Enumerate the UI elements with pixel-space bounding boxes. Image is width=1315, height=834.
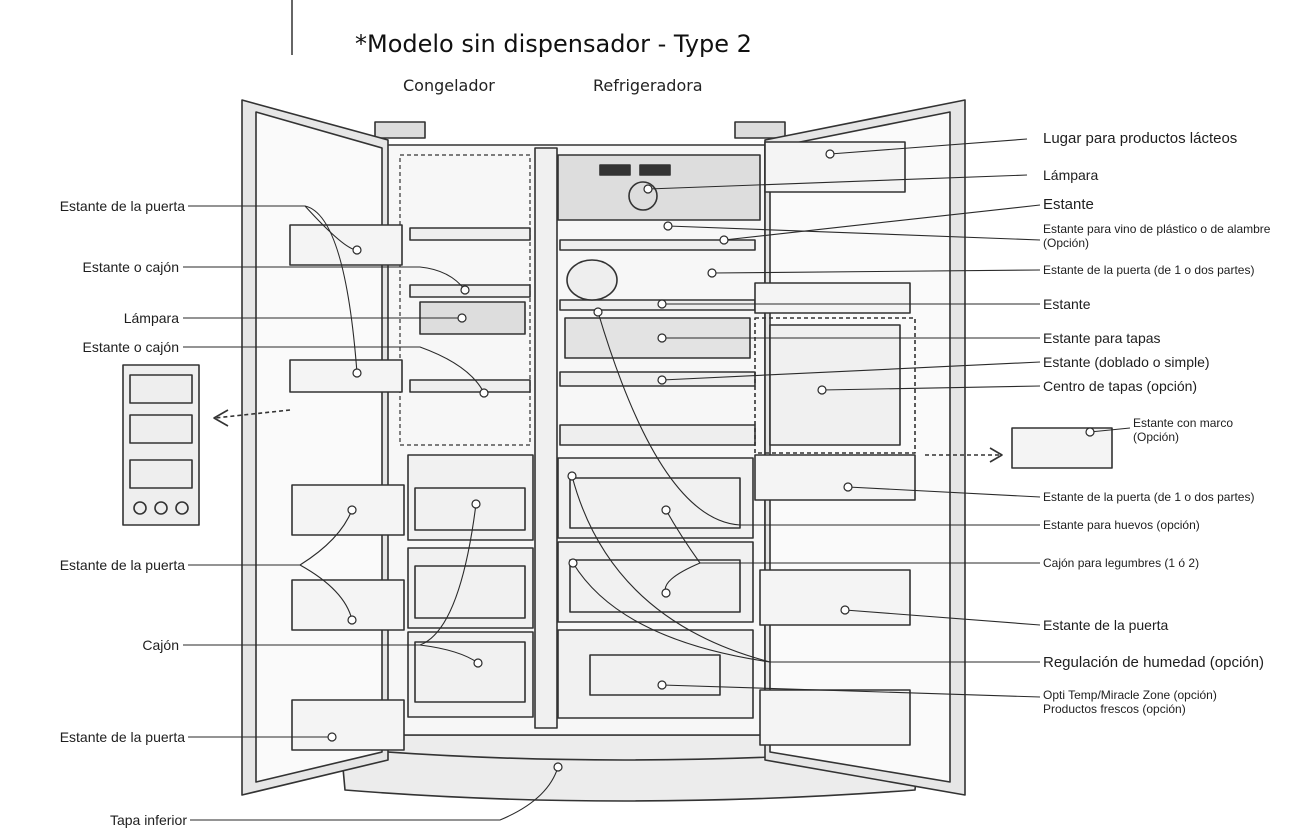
label-caps-center: Centro de tapas (opción): [1043, 378, 1198, 394]
inset-arrow-head: [213, 409, 229, 427]
center-divider: [534, 147, 558, 729]
left-door-bin-5: [291, 699, 405, 751]
label-lid-shelf: Estante para tapas: [1043, 330, 1161, 346]
label-dairy-compartment: Lugar para productos lácteos: [1043, 130, 1238, 147]
framed-shelf-accessory: [1011, 427, 1113, 469]
label-lamp-fridge: Lámpara: [1043, 167, 1099, 183]
label-door-shelf-right-3: Estante de la puerta: [1043, 617, 1169, 633]
left-door-inner: [255, 111, 383, 783]
inset-row-3: [129, 459, 193, 489]
freezer-drawer-1-window: [414, 487, 526, 531]
opti-temp-window: [589, 654, 721, 696]
label-bottom-cover: Tapa inferior: [109, 812, 187, 828]
right-door-bin-3: [759, 569, 911, 626]
vegetable-drawer-2-window: [569, 559, 741, 613]
label-drawer: Cajón: [142, 637, 179, 653]
fridge-section-label: Refrigeradora: [593, 76, 703, 95]
label-door-shelf-left-1: Estante de la puerta: [59, 198, 185, 214]
framed-shelf-arrow-head: [989, 447, 1003, 463]
label-door-shelf-right-2: Estante de la puerta (de 1 o dos partes): [1043, 490, 1255, 504]
fridge-shelf-1: [559, 239, 756, 251]
vegetable-drawer-2: [557, 541, 754, 623]
inset-dial-3: [175, 501, 189, 515]
fridge-lamp-circle: [628, 181, 658, 211]
label-lamp-freezer: Lámpara: [123, 310, 179, 326]
caps-center-box: [769, 324, 901, 446]
freezer-drawer-3-window: [414, 641, 526, 703]
freezer-dashed-zone: [399, 154, 531, 446]
label-framed-shelf: Estante con marco (Opción): [1133, 416, 1234, 444]
vegetable-drawer-1-window: [569, 477, 741, 529]
label-opti-temp: Opti Temp/Miracle Zone (opción) Producto…: [1043, 688, 1217, 716]
callout-dots: [327, 149, 1095, 772]
egg-tray-bowl: [566, 259, 618, 301]
fridge-shelf-2: [559, 299, 756, 311]
right-door-inner: [769, 111, 951, 783]
left-door-bin-4: [291, 579, 405, 631]
fridge-shelf-4: [559, 424, 756, 446]
panel-display-left: [599, 164, 631, 176]
inset-dial-2: [154, 501, 168, 515]
vegetable-drawer-1: [557, 457, 754, 539]
label-egg-shelf: Estante para huevos (opción): [1043, 518, 1200, 532]
freezer-shelf-2: [409, 284, 531, 298]
label-shelf-fridge-1: Estante: [1043, 196, 1094, 213]
freezer-drawer-2-window: [414, 565, 526, 619]
label-shelf-fridge-2: Estante: [1043, 296, 1091, 312]
right-door-bin-2: [754, 454, 916, 501]
freezer-section-label: Congelador: [403, 76, 495, 95]
freezer-drawer-3: [407, 631, 534, 718]
label-door-shelf-left-2: Estante de la puerta: [59, 557, 185, 573]
opti-temp-drawer: [557, 629, 754, 719]
leader-lines: [183, 138, 1131, 821]
freezer-drawer-2: [407, 547, 534, 629]
label-shelf-or-drawer-2: Estante o cajón: [82, 339, 179, 355]
diagram-title: *Modelo sin dispensador - Type 2: [355, 30, 752, 58]
label-folding-shelf: Estante (doblado o simple): [1043, 354, 1210, 370]
label-vegetable-drawer: Cajón para legumbres (1 ó 2): [1043, 556, 1200, 570]
label-shelf-or-drawer-1: Estante o cajón: [82, 259, 179, 275]
left-hinge: [374, 121, 426, 139]
label-door-shelf-left-3: Estante de la puerta: [59, 729, 185, 745]
label-humidity-control: Regulación de humedad (opción): [1043, 654, 1264, 671]
left-door-bin-2: [289, 359, 403, 393]
inset-dial-1: [133, 501, 147, 515]
right-door-bin-1: [754, 282, 911, 314]
inset-row-1: [129, 374, 193, 404]
label-wine-shelf: Estante para vino de plástico o de alamb…: [1043, 222, 1271, 250]
freezer-drawer-1: [407, 454, 534, 541]
right-door-bin-4: [759, 689, 911, 746]
inset-row-2: [129, 414, 193, 444]
panel-display-right: [639, 164, 671, 176]
right-hinge: [734, 121, 786, 139]
freezer-shelf-3: [409, 379, 531, 393]
label-door-shelf-right-1: Estante de la puerta (de 1 o dos partes): [1043, 263, 1255, 277]
fridge-shelf-3: [559, 371, 756, 387]
caps-center-zone: [754, 317, 916, 454]
inset-arrow: [214, 409, 291, 419]
side-inset-panel: [122, 364, 200, 526]
freezer-shelf-1: [409, 227, 531, 241]
